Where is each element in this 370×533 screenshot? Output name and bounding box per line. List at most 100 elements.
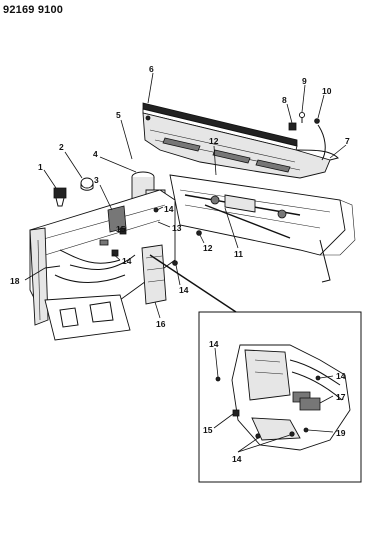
duct-rib [146,267,164,271]
callout-9: 9 [302,76,307,86]
plug-2-body [80,183,94,191]
harness [59,249,121,264]
screw-5 [145,115,151,121]
leader-16 [154,301,161,319]
plug-2 [80,177,94,189]
callout-7: 7 [345,136,350,146]
cowl-slot [212,149,251,164]
dash-edge-2 [44,219,161,256]
detail-line [254,371,284,375]
callout-11: 11 [234,249,243,259]
leader-14e [319,375,334,379]
cowl-cover-panel [142,112,331,179]
detail-screw-14 [215,376,221,382]
callout-3: 3 [94,175,99,185]
detail-panel [244,349,291,401]
grommet-1-stem [55,197,65,207]
cowl-slot [255,159,291,173]
leader-15a [117,230,123,233]
detail-screw-14b [255,433,261,439]
leader-10 [317,94,325,119]
leader-8 [286,103,293,124]
clip-9 [298,111,306,119]
callout-14-b: 14 [122,256,132,266]
leader-4 [99,156,137,173]
callout-2: 2 [59,142,64,152]
callout-8: 8 [282,95,287,105]
clip-14 [111,249,119,257]
callout-14-e: 14 [336,371,346,381]
dash-edge [39,204,166,241]
callout-12-bottom: 12 [203,243,213,253]
duct-rib [147,279,165,283]
detail-frame [198,311,362,483]
screw-14 [172,260,178,266]
callout-13: 13 [172,223,182,233]
callout-15-b: 15 [203,425,213,435]
lower-dash [44,294,131,341]
opening-2 [89,301,114,323]
cowl-end [295,149,339,161]
grommet-plug [53,177,94,207]
nut-8 [288,122,297,131]
screw-12 [196,230,202,236]
leader-13 [157,221,171,228]
cowl-panel-ridge [149,129,296,163]
leader-14a [156,206,164,211]
leader-3 [99,184,113,211]
plenum-tray [169,174,346,256]
detail-line [254,359,281,363]
leader-14b [112,253,121,261]
clip-15 [119,227,127,235]
harness-2 [69,254,136,270]
cowl-top-panel [142,102,339,179]
detail-screw-14c [289,431,295,437]
detail-hose-2 [291,371,343,401]
callout-6: 6 [149,64,154,74]
duct-body [141,244,167,305]
clip [99,239,109,246]
fasteners-top-right [145,111,320,131]
leader-17 [319,395,334,404]
callout-16: 16 [156,319,166,329]
a-pillar-edge [37,239,41,321]
detail-base [251,417,301,441]
leader-11 [224,207,239,249]
callout-19: 19 [336,428,346,438]
leader-1 [43,169,57,189]
callout-14-f: 14 [232,454,242,464]
leader-9 [301,84,306,113]
leader-5 [120,119,133,160]
detail-hose [289,359,341,386]
leader-14c [175,264,181,286]
opening [59,307,79,328]
detail-block-17 [299,397,321,411]
callout-1: 1 [38,162,43,172]
leader-18 [24,267,46,281]
detail-nut-19 [303,427,309,433]
callout-14-a: 14 [164,204,174,214]
harness-3 [54,274,126,283]
grommet-1 [53,187,67,199]
callout-17: 17 [336,392,346,402]
leader-14d [214,347,219,378]
detail-view [215,344,351,451]
leader-12a [213,145,217,176]
callout-15-a: 15 [116,224,126,234]
detail-pointer [149,254,237,313]
callout-14-d: 14 [209,339,219,349]
callout-5: 5 [116,110,121,120]
callout-10: 10 [322,86,332,96]
leader-15b [213,413,234,429]
leader-7 [329,144,347,159]
linkage-rod-2 [204,204,291,239]
pivot [277,209,287,219]
right-fender-edge [320,199,356,256]
detail-clip-15 [232,409,240,417]
detail-screw-14d [315,375,321,381]
leader-6 [147,72,154,104]
wiper-motor [224,194,256,213]
screw-14b [153,207,159,213]
